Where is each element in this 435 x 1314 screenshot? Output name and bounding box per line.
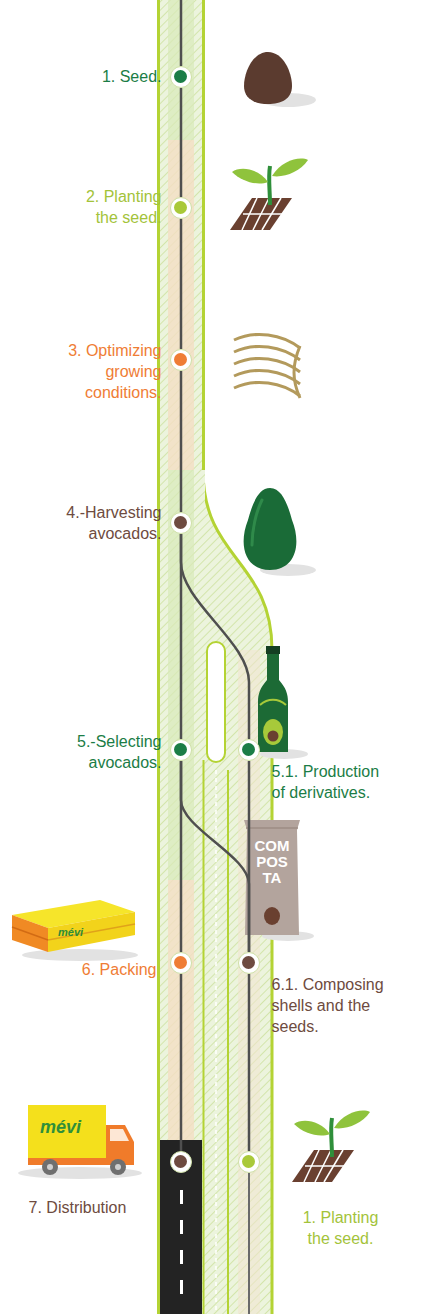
station-dot [242, 1155, 255, 1168]
track-connector [181, 534, 249, 739]
track-connector [180, 371, 183, 512]
track-line [248, 1173, 250, 1314]
avocado-fruit [244, 488, 297, 570]
crate-side [48, 912, 135, 952]
wheel-hub [115, 1164, 121, 1170]
crate-line [12, 927, 48, 940]
sprout-leaf [294, 1121, 330, 1136]
bottle-avocado [263, 719, 283, 745]
truck-window [110, 1129, 129, 1141]
station-dot [242, 956, 255, 969]
track-line [180, 0, 183, 66]
station-label: 7. Distribution [18, 1197, 138, 1218]
station-label: 3. Optimizing growing conditions. [52, 340, 162, 403]
avocado-highlight [252, 500, 262, 545]
station-label: 4.-Harvesting avocados. [42, 502, 162, 544]
road-island [207, 642, 225, 762]
lane-dash [215, 770, 217, 1314]
soil-grid-line [253, 198, 269, 230]
avocado-seed [244, 52, 292, 104]
station-dot [174, 516, 187, 529]
road-border [203, 760, 205, 1314]
station-label: 5.1. Production of derivatives. [272, 761, 390, 803]
track-connector [180, 974, 183, 1151]
station-label: 2. Planting the seed. [62, 186, 162, 228]
track-connector [181, 761, 249, 952]
station-circle: 3. Optimizing growing conditions. [170, 349, 192, 371]
main-road [157, 0, 205, 1314]
soil-grid-line [315, 1150, 331, 1182]
station-dot [174, 956, 187, 969]
irrigation-line [234, 382, 300, 396]
road-dash [180, 1250, 183, 1264]
truck-wheel [42, 1159, 58, 1175]
oil-bottle [258, 648, 288, 752]
crate-front [12, 915, 48, 952]
station-dot [174, 70, 187, 83]
station-dot [174, 1155, 187, 1168]
station-circle: 6. Packing [170, 952, 192, 974]
station-circle: 5.-Selecting avocados. [170, 739, 192, 761]
station-circle: 4.-Harvesting avocados. [170, 512, 192, 534]
irrigation-line [294, 346, 300, 398]
station-dot [242, 743, 255, 756]
bottle-cap [266, 646, 280, 654]
station-circle: 1. Seed. [170, 66, 192, 88]
truck-cargo [28, 1105, 106, 1161]
track-connector [248, 761, 251, 952]
soil-grid [230, 198, 292, 230]
irrigation-icon [234, 334, 300, 398]
wheel-hub [47, 1164, 53, 1170]
road-dash [180, 1220, 183, 1234]
sprout-leaf [232, 169, 268, 184]
road-dash [180, 1280, 183, 1294]
station-dot [174, 201, 187, 214]
truck-wheel [110, 1159, 126, 1175]
sprout-icon [292, 1111, 370, 1182]
bag-seam [246, 827, 298, 829]
sprout-leaf [334, 1111, 370, 1129]
crate-line [48, 924, 135, 940]
station-label: 6.1. Composing shells and the seeds. [272, 974, 402, 1037]
station-dot [174, 353, 187, 366]
station-circle: 6.1. Composing shells and the seeds. [238, 952, 260, 974]
station-circle: 7. Distribution [170, 1151, 192, 1173]
station-circle: 1. Planting the seed. [238, 1151, 260, 1173]
station-label: 1. Seed. [40, 66, 162, 87]
station-label: 6. Packing [37, 959, 157, 980]
branch-lane-tint [238, 650, 260, 1314]
station-label: 5.-Selecting avocados. [42, 731, 162, 773]
road-border [202, 0, 205, 470]
compost-bag [244, 820, 300, 935]
track-connector [248, 974, 251, 1151]
bottle-avocado-seed [268, 731, 279, 742]
asphalt-road [160, 1140, 202, 1314]
shadow [22, 949, 138, 961]
brand-label: mévi [40, 1116, 100, 1138]
soil-grid [292, 1150, 354, 1182]
sprout-stem [329, 1118, 334, 1157]
bag-label: COM POS TA [247, 838, 297, 886]
track-connector [180, 219, 183, 349]
road-dash [180, 1190, 183, 1204]
station-dot [174, 743, 187, 756]
station-circle: 5.1. Production of derivatives. [238, 739, 260, 761]
bottle-label-mark [260, 700, 286, 705]
bag-seed [264, 907, 280, 925]
sprout-stem [267, 166, 272, 205]
track-connector [180, 88, 183, 197]
sprout-icon [230, 159, 308, 230]
station-circle: 2. Planting the seed. [170, 197, 192, 219]
station-label: 1. Planting the seed. [293, 1207, 389, 1249]
brand-label: mévi [58, 926, 98, 939]
sprout-leaf [272, 159, 308, 177]
